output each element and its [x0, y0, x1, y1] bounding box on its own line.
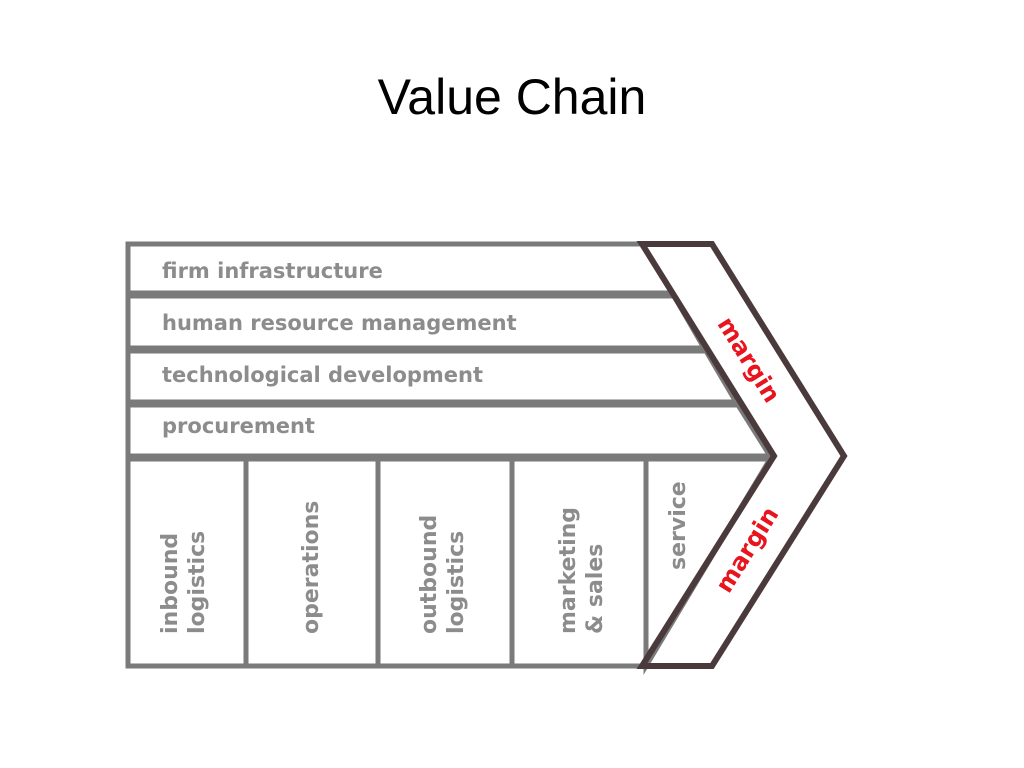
primary-label-outbound-logistics-line2: logistics: [444, 531, 469, 634]
slide-title: Value Chain: [377, 69, 647, 125]
primary-label-outbound-logistics-line1: outbound: [417, 515, 442, 634]
support-label-technological-development: technological development: [162, 363, 483, 387]
primary-label-operations: operations: [299, 501, 324, 634]
margin-chevron: [636, 241, 848, 669]
primary-label-service: service: [666, 481, 691, 570]
primary-label-inbound-logistics-line2: logistics: [185, 531, 210, 634]
support-band-procurement: [125, 402, 775, 459]
support-band-technological-development: [125, 348, 741, 405]
primary-label-marketing-sales: marketing & sales: [556, 507, 608, 634]
primary-label-inbound-logistics-line1: inbound: [158, 533, 183, 634]
primary-label-inbound-logistics: inbound logistics: [158, 531, 210, 634]
primary-box-outbound-logistics: [375, 456, 515, 669]
primary-label-marketing-sales-line2: & sales: [583, 544, 608, 634]
support-label-human-resource-management: human resource management: [162, 311, 517, 335]
support-label-firm-infrastructure: firm infrastructure: [162, 259, 383, 283]
support-label-procurement: procurement: [162, 414, 315, 438]
primary-label-outbound-logistics: outbound logistics: [417, 515, 469, 634]
primary-label-service-line1: service: [666, 481, 691, 570]
primary-box-inbound-logistics: [125, 456, 249, 669]
primary-label-marketing-sales-line1: marketing: [556, 507, 581, 634]
primary-label-operations-line1: operations: [299, 501, 324, 634]
